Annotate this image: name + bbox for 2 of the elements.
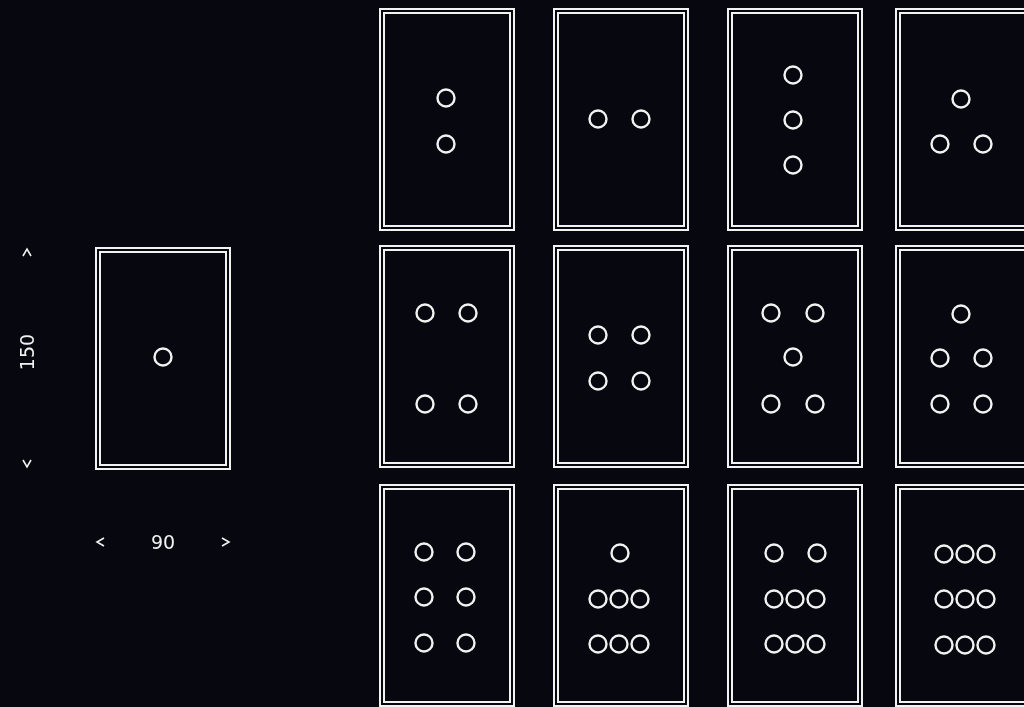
dimension-label: 150 (16, 333, 39, 371)
dimension-label: 90 (151, 531, 176, 553)
